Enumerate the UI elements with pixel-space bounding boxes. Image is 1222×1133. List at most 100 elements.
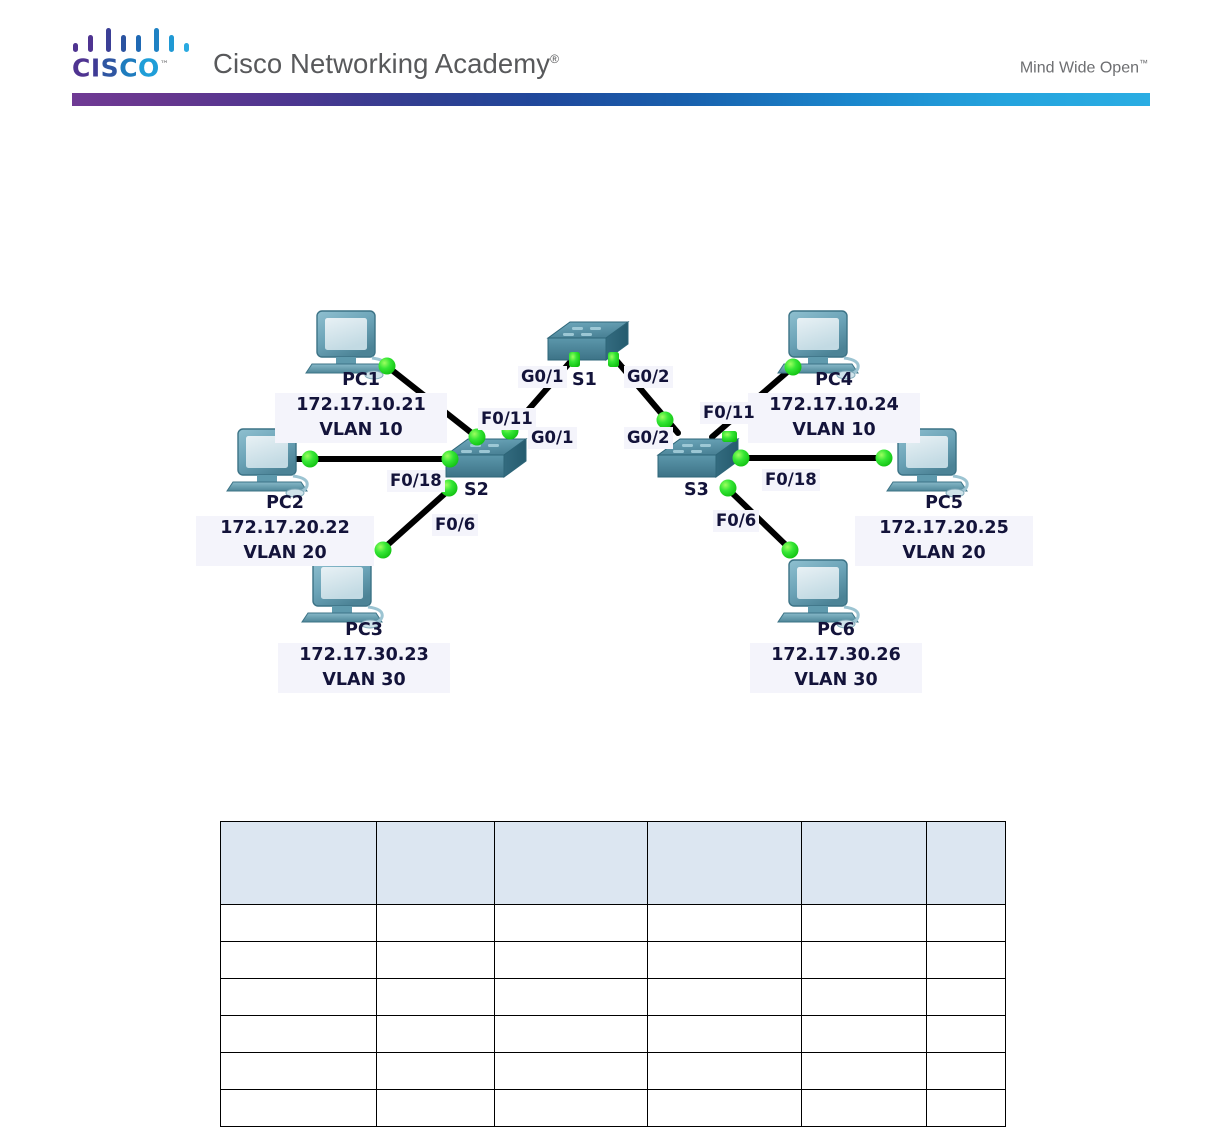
- led-s3-g02: [656, 411, 674, 429]
- table-cell: [494, 1089, 648, 1127]
- led-s2-f018: [441, 450, 459, 468]
- table-row: [220, 1015, 1006, 1053]
- device-name-pc5: PC5: [925, 493, 963, 513]
- table-row: [220, 941, 1006, 979]
- device-icon-pc2: [226, 428, 309, 498]
- device-ip-pc2: 172.17.20.22: [220, 518, 350, 538]
- device-icon-pc1: [305, 310, 388, 380]
- link-pc3-s2: [380, 486, 453, 552]
- led-s2-g01: [501, 422, 519, 440]
- switch-name-s2: S2: [464, 480, 489, 500]
- cisco-logo-bar: [106, 28, 111, 52]
- cisco-logo: CISCO™: [72, 27, 189, 82]
- table-cell: [801, 904, 927, 942]
- table-cell: [801, 978, 927, 1016]
- cisco-wordmark-letter: C: [72, 53, 91, 83]
- device-vlan-pc3: VLAN 30: [322, 670, 406, 690]
- device-name-pc3: PC3: [345, 620, 383, 640]
- cisco-logo-bar: [88, 35, 93, 52]
- device-label-pc6: PC6 172.17.30.26 VLAN 30: [750, 618, 922, 693]
- table-cell: [494, 904, 648, 942]
- table-cell: [494, 978, 648, 1016]
- device-label-pc5: PC5 172.17.20.25 VLAN 20: [855, 491, 1033, 566]
- table-cell: [647, 1015, 802, 1053]
- device-icon-s3: [656, 438, 740, 478]
- table-header-cell: [647, 821, 802, 905]
- table-cell: [220, 978, 377, 1016]
- cisco-logo-bar: [73, 43, 78, 52]
- table-cell: [647, 1052, 802, 1090]
- table-header-cell: [926, 821, 1006, 905]
- table-cell: [220, 904, 377, 942]
- table-cell: [376, 1015, 495, 1053]
- device-ip-pc5: 172.17.20.25: [879, 518, 1009, 538]
- table-header-row: [220, 821, 1006, 905]
- table-cell: [926, 978, 1006, 1016]
- tagline-text: Mind Wide Open: [1019, 59, 1139, 77]
- link-status-indicators: [301, 352, 893, 559]
- device-icon-pc6: [777, 559, 860, 629]
- table-cell: [926, 941, 1006, 979]
- device-name-pc1: PC1: [342, 370, 380, 390]
- led-s1-g02: [608, 352, 619, 367]
- cisco-logo-bars: [72, 27, 189, 52]
- led-pc2: [301, 450, 319, 468]
- table-cell: [376, 1052, 495, 1090]
- table-row: [220, 978, 1006, 1016]
- device-ip-pc1: 172.17.10.21: [296, 395, 426, 415]
- device-label-pc3: PC3 172.17.30.23 VLAN 30: [278, 618, 450, 693]
- device-label-pc4: PC4 172.17.10.24 VLAN 10: [748, 368, 920, 443]
- led-pc4: [784, 358, 802, 376]
- device-icon-pc5: [886, 428, 969, 498]
- led-pc1: [378, 357, 396, 375]
- cisco-wordmark-letter: O: [138, 53, 160, 83]
- cisco-wordmark: CISCO™: [72, 51, 169, 82]
- interface-label-s2-f06: F0/6: [432, 514, 479, 536]
- table-cell: [220, 1015, 377, 1053]
- interface-label-s3-f018: F0/18: [762, 469, 820, 491]
- device-vlan-pc4: VLAN 10: [792, 420, 876, 440]
- interface-label-s3-f011: F0/11: [700, 402, 758, 424]
- table-cell: [220, 1089, 377, 1127]
- interface-label-s3-g02: G0/2: [624, 427, 673, 449]
- table-cell: [647, 904, 802, 942]
- table-body: [220, 904, 1006, 1127]
- device-icon-pc4: [777, 310, 860, 380]
- table-cell: [376, 978, 495, 1016]
- table-header-cell: [494, 821, 648, 905]
- led-s1-g01: [569, 352, 580, 367]
- table-cell: [926, 1052, 1006, 1090]
- link-s1-s3: [613, 357, 681, 436]
- tagline: Mind Wide Open™: [1020, 58, 1148, 77]
- cisco-wordmark-letter: C: [119, 53, 139, 83]
- device-vlan-pc2: VLAN 20: [243, 543, 327, 563]
- device-ip-pc3: 172.17.30.23: [299, 645, 429, 665]
- interface-label-s1-g01: G0/1: [518, 366, 567, 388]
- cisco-wordmark-letter: S: [100, 53, 120, 83]
- page-title: Cisco Networking Academy®: [213, 48, 559, 80]
- table-cell: [494, 1015, 648, 1053]
- device-vlan-pc1: VLAN 10: [319, 420, 403, 440]
- link-pc6-s3: [725, 486, 793, 552]
- table-header-cell: [220, 821, 377, 905]
- table-row: [220, 1089, 1006, 1127]
- cisco-trademark-mark: ™: [159, 60, 170, 70]
- table-cell: [494, 941, 648, 979]
- interface-label-s2-f011: F0/11: [478, 408, 536, 430]
- switch-name-s3: S3: [684, 480, 709, 500]
- table-cell: [376, 941, 495, 979]
- topology-links: [288, 357, 887, 552]
- interface-label-s2-f018: F0/18: [387, 470, 445, 492]
- device-icon-s1: [546, 321, 630, 361]
- cisco-wordmark-letter: I: [90, 53, 101, 83]
- device-vlan-pc6: VLAN 30: [794, 670, 878, 690]
- table-cell: [220, 1052, 377, 1090]
- interface-label-s1-g02: G0/2: [624, 366, 673, 388]
- interface-label-s2-g01: G0/1: [528, 427, 577, 449]
- switch-name-s1: S1: [572, 370, 597, 390]
- table-cell: [647, 941, 802, 979]
- page-title-text: Cisco Networking Academy: [213, 48, 551, 79]
- table-cell: [376, 904, 495, 942]
- device-vlan-pc5: VLAN 20: [902, 543, 986, 563]
- table-cell: [376, 1089, 495, 1127]
